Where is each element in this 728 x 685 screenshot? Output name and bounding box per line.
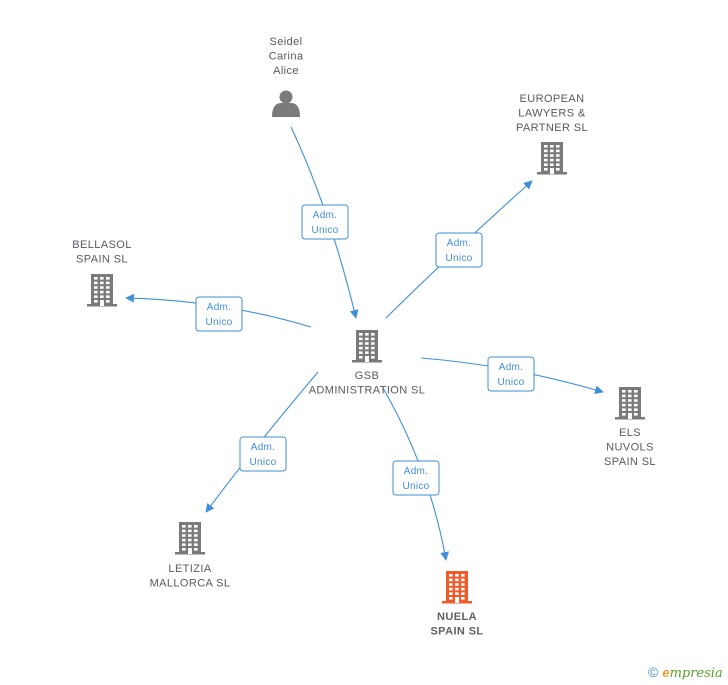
node-nuela[interactable]: NUELA SPAIN SL: [430, 571, 483, 638]
node-els[interactable]: ELS NUVOLS SPAIN SL: [604, 387, 656, 468]
node-gsb[interactable]: GSB ADMINISTRATION SL: [309, 330, 426, 397]
node-label: NUELA: [437, 611, 477, 623]
edge-label-text: Adm.: [404, 466, 429, 477]
edge-label-text: Unico: [402, 481, 429, 492]
edge-label-text: Adm.: [499, 362, 524, 373]
node-label: LAWYERS &: [518, 108, 586, 120]
building-icon: [352, 330, 382, 363]
node-label: GSB: [355, 370, 379, 382]
node-label: NUVOLS: [606, 442, 654, 454]
node-label: SPAIN SL: [604, 456, 656, 468]
person-icon: [272, 90, 300, 117]
edge-label-text: Unico: [205, 317, 232, 328]
node-label: LETIZIA: [168, 563, 211, 575]
node-label: BELLASOL: [72, 239, 131, 251]
edge-label-box: Adm. Unico: [392, 460, 440, 496]
node-label: EUROPEAN: [520, 93, 585, 105]
edge-label-text: Unico: [445, 253, 472, 264]
edge-label-box: Adm. Unico: [195, 296, 243, 332]
copyright-symbol: ©: [648, 664, 659, 680]
building-icon: [87, 274, 117, 307]
building-icon: [175, 522, 205, 555]
edge-label-text: Adm.: [251, 442, 276, 453]
edge-label-box: Adm. Unico: [487, 356, 535, 392]
edge-label-text: Adm.: [313, 210, 338, 221]
node-label: MALLORCA SL: [150, 578, 231, 590]
brand-name: mpresia: [669, 666, 723, 681]
building-icon: [442, 571, 472, 604]
building-icon: [615, 387, 645, 420]
edge-label-text: Adm.: [447, 238, 472, 249]
brand-initial: e: [662, 665, 670, 680]
building-icon: [537, 142, 567, 175]
node-european[interactable]: EUROPEAN LAWYERS & PARTNER SL: [516, 93, 588, 175]
empresia-watermark: ©empresia: [648, 664, 723, 681]
edge-label-text: Unico: [311, 225, 338, 236]
node-label: ADMINISTRATION SL: [309, 385, 426, 397]
edge-label-box: Adm. Unico: [435, 232, 483, 268]
node-label: SPAIN SL: [430, 626, 483, 638]
node-label: ELS: [619, 427, 641, 439]
node-letizia[interactable]: LETIZIA MALLORCA SL: [150, 522, 231, 590]
edge-label-box: Adm. Unico: [301, 204, 349, 240]
node-bellasol[interactable]: BELLASOL SPAIN SL: [72, 239, 131, 307]
edge-label-text: Unico: [497, 377, 524, 388]
edge-label-box: Adm. Unico: [239, 436, 287, 472]
edge-label-text: Unico: [249, 457, 276, 468]
node-label: PARTNER SL: [516, 122, 588, 134]
node-label: SPAIN SL: [76, 254, 128, 266]
edge-label-text: Adm.: [207, 302, 232, 313]
node-label: Alice: [273, 65, 299, 77]
node-label: Carina: [269, 51, 304, 63]
node-label: Seidel: [270, 36, 303, 48]
